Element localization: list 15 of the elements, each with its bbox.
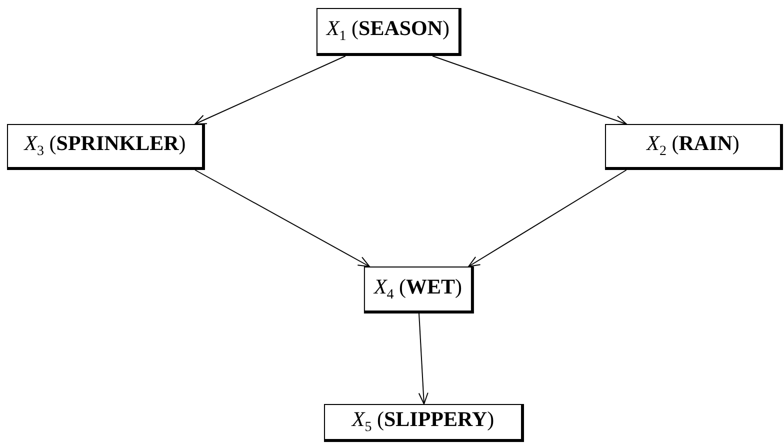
node-label: X$_{5}$ (SLIPPERY): [352, 407, 494, 437]
node-box: [316, 8, 462, 56]
node-box: [324, 404, 524, 442]
arrow: [418, 313, 428, 404]
arrow: [194, 170, 370, 267]
node-label: X$_{1}$ (SEASON): [326, 16, 450, 46]
arrow: [432, 56, 627, 126]
node-box: [7, 124, 205, 170]
node-label: X$_{3}$ (SPRINKLER): [24, 131, 186, 161]
node-box: [364, 266, 474, 314]
node-label: X$_{2}$ (RAIN): [646, 131, 740, 161]
node-box: [605, 124, 783, 170]
node-label: X$_{4}$ (WET): [374, 274, 462, 304]
arrow: [468, 170, 627, 267]
arrow: [194, 56, 346, 124]
